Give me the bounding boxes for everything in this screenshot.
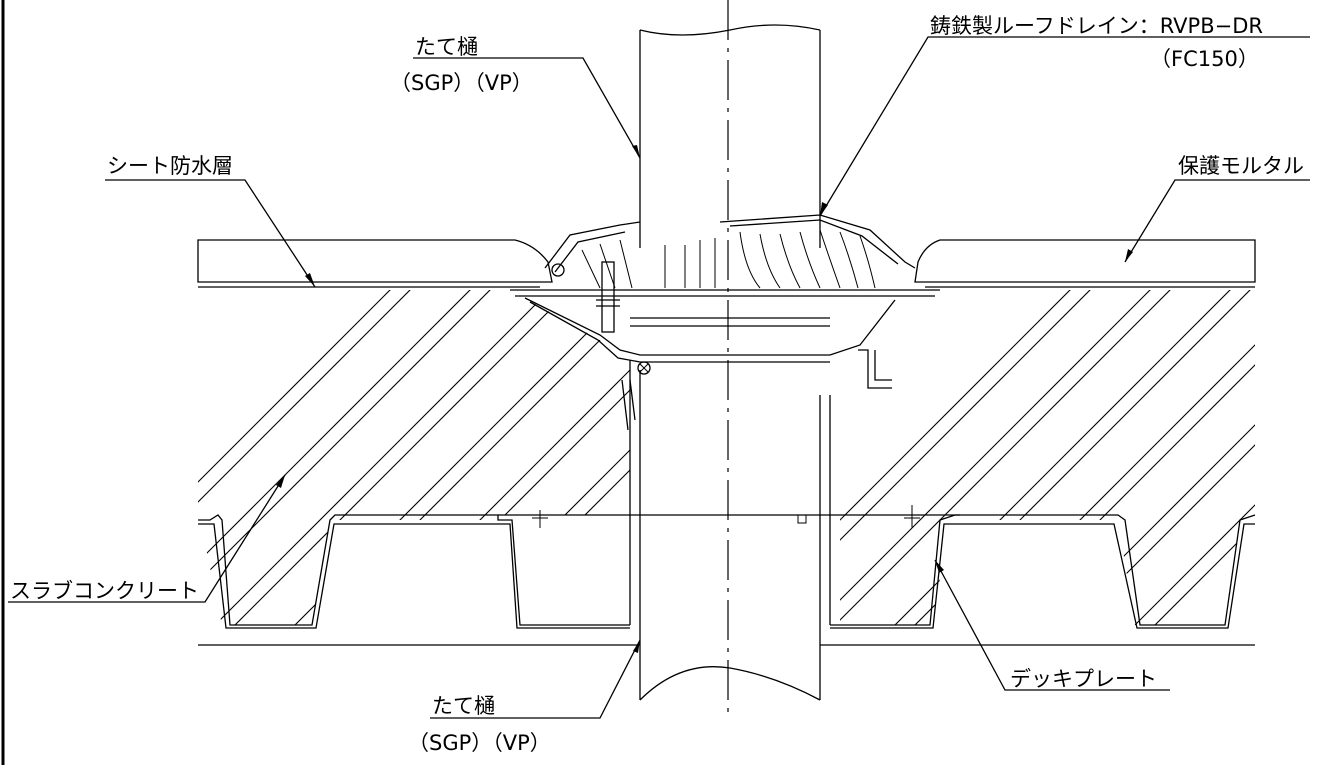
deck-plate xyxy=(198,505,1256,646)
label-slab-concrete: スラブコンクリート xyxy=(10,579,199,603)
protective-mortar-layer-left xyxy=(197,239,553,283)
label-downpipe-top-material: （SGP）（VP） xyxy=(390,71,533,95)
downpipe xyxy=(629,24,831,701)
label-deck-plate: デッキプレート xyxy=(1010,667,1157,691)
label-downpipe-bottom: たて樋 xyxy=(432,694,495,718)
label-downpipe-bottom-material: （SGP）（VP） xyxy=(408,731,551,755)
label-sheet-membrane: シート防水層 xyxy=(107,154,233,178)
protective-mortar-layer-right xyxy=(914,239,1256,283)
label-protective-mortar: 保護モルタル xyxy=(1178,154,1304,178)
label-roof-drain: 鋳鉄製ルーフドレイン：RVPB−DR xyxy=(930,14,1263,38)
cast-iron-roof-drain xyxy=(510,214,940,431)
slab-concrete-hatch-right xyxy=(840,290,1255,625)
label-roof-drain-material: （FC150） xyxy=(1150,47,1259,71)
label-downpipe-top: たて樋 xyxy=(415,35,478,59)
leader-lines xyxy=(8,36,1310,719)
